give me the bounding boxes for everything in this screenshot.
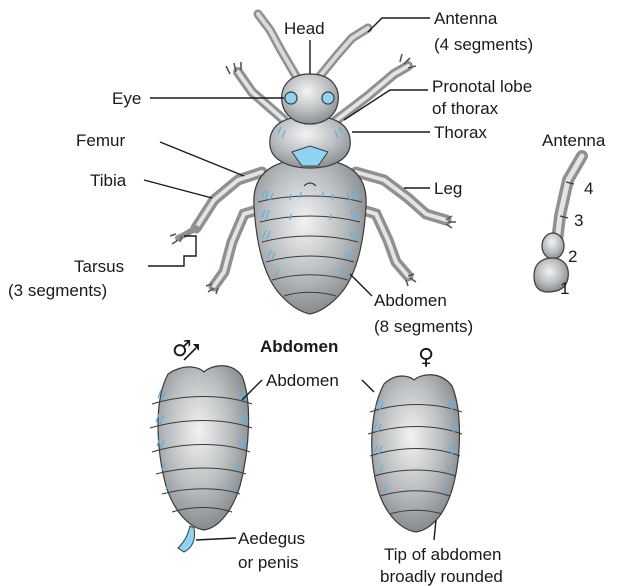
label-head: Head [284, 19, 325, 38]
female-abdomen [368, 375, 462, 532]
label-abdomen-shared: Abdomen [266, 371, 339, 390]
antenna-segment-2: 2 [568, 247, 577, 266]
label-abdomen-line2: (8 segments) [374, 317, 473, 336]
male-abdomen [150, 366, 252, 552]
label-leg: Leg [434, 179, 462, 198]
label-tibia: Tibia [90, 171, 127, 190]
label-pronotal-line1: Pronotal lobe [432, 77, 532, 96]
label-antenna-line1: Antenna [434, 9, 498, 28]
label-tarsus-line2: (3 segments) [8, 281, 107, 300]
antenna-segment-1: 1 [560, 279, 569, 298]
antenna-segment-3: 3 [574, 211, 583, 230]
label-femur: Femur [76, 131, 125, 150]
antenna-segment-4: 4 [584, 179, 593, 198]
label-abdomen-line1: Abdomen [374, 291, 447, 310]
section-title-abdomen: Abdomen [260, 337, 338, 356]
label-antenna-detail: Antenna [542, 131, 606, 150]
label-antenna-line2: (4 segments) [434, 35, 533, 54]
label-aedeagus-line1: Aedegus [238, 529, 305, 548]
label-aedeagus-line2: or penis [238, 553, 298, 572]
right-eye [322, 92, 334, 104]
female-symbol: ♀ [418, 345, 434, 370]
left-eye [285, 92, 297, 104]
label-tip-line1: Tip of abdomen [384, 545, 502, 564]
label-eye: Eye [112, 89, 141, 108]
label-tip-line2: broadly rounded [380, 567, 503, 586]
label-tarsus-line1: Tarsus [74, 257, 124, 276]
label-pronotal-line2: of thorax [432, 99, 499, 118]
label-thorax: Thorax [434, 123, 487, 142]
male-symbol: ♂ [172, 337, 192, 362]
